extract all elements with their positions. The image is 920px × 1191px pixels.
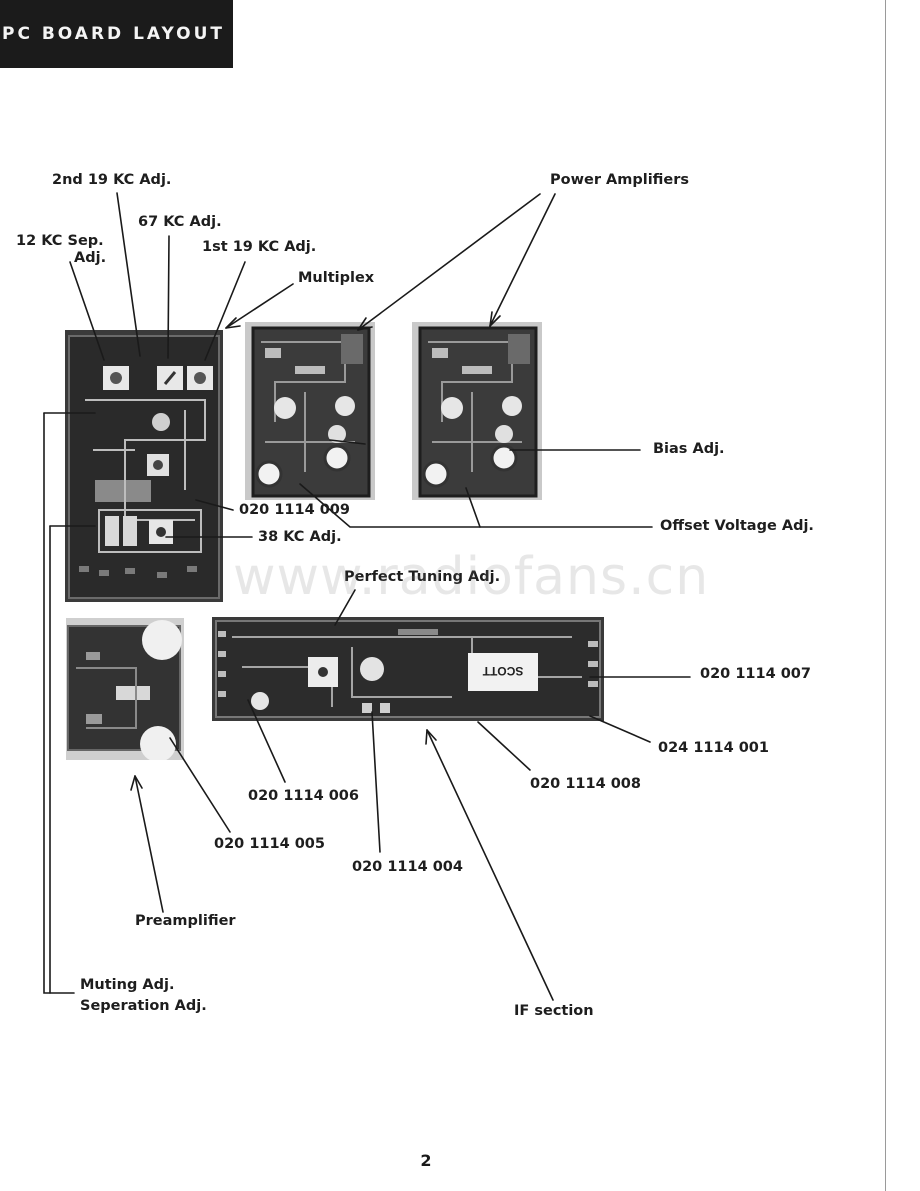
leader-power-amp-1 bbox=[357, 193, 541, 331]
page-edge-rule bbox=[885, 0, 886, 1191]
page-number: 2 bbox=[420, 1151, 432, 1170]
section-header: PC BOARD LAYOUT bbox=[0, 0, 233, 68]
label-part-020-1114-008: 020 1114 008 bbox=[530, 776, 641, 792]
leader-multiplex bbox=[225, 283, 294, 329]
preamplifier-board-photo bbox=[66, 618, 184, 760]
leader-part-006 bbox=[247, 699, 286, 783]
leader-multiplex-arrow bbox=[225, 317, 241, 329]
leader-2nd-19kc bbox=[116, 192, 141, 357]
leader-preamplifier bbox=[134, 775, 164, 913]
label-preamplifier: Preamplifier bbox=[135, 913, 236, 929]
label-1st-19kc-adj: 1st 19 KC Adj. bbox=[202, 239, 317, 255]
leader-muting-bracket bbox=[43, 412, 75, 994]
section-title: PC BOARD LAYOUT bbox=[2, 24, 226, 44]
label-bias-adj: Bias Adj. bbox=[653, 441, 725, 457]
leader-1st-19kc bbox=[204, 261, 246, 361]
leader-power-amp-2-arrow bbox=[489, 311, 501, 327]
label-part-024-1114-001: 024 1114 001 bbox=[658, 740, 769, 756]
label-muting-adj: Muting Adj. bbox=[80, 977, 175, 993]
leader-67kc bbox=[167, 235, 170, 359]
board-imprint-text: SCOTT bbox=[482, 664, 523, 678]
label-12kc-sep-line1: 12 KC Sep. bbox=[16, 233, 104, 249]
multiplex-board-photo bbox=[65, 330, 223, 602]
leader-part-004 bbox=[371, 711, 381, 853]
label-2nd-19kc-adj: 2nd 19 KC Adj. bbox=[52, 172, 172, 188]
label-perfect-tuning-adj: Perfect Tuning Adj. bbox=[344, 569, 501, 585]
leader-power-amp-1-arrow bbox=[357, 317, 373, 331]
leader-offset-voltage-2 bbox=[465, 487, 481, 528]
leader-if-section-arrow bbox=[425, 729, 437, 745]
label-67kc-adj: 67 KC Adj. bbox=[138, 214, 222, 230]
label-part-020-1114-004: 020 1114 004 bbox=[352, 859, 463, 875]
power-amplifier-board-2-photo bbox=[412, 322, 542, 500]
leader-if-section bbox=[426, 729, 554, 1001]
label-power-amplifiers: Power Amplifiers bbox=[550, 172, 690, 188]
leader-part-009 bbox=[195, 499, 234, 511]
leader-part-008 bbox=[477, 721, 531, 771]
label-part-020-1114-009: 020 1114 009 bbox=[239, 502, 350, 518]
label-38kc-adj: 38 KC Adj. bbox=[258, 529, 342, 545]
label-seperation-adj: Seperation Adj. bbox=[80, 998, 207, 1014]
label-part-020-1114-007: 020 1114 007 bbox=[700, 666, 811, 682]
label-part-020-1114-005: 020 1114 005 bbox=[214, 836, 325, 852]
leader-bias-to-board1 bbox=[329, 439, 366, 445]
label-part-020-1114-006: 020 1114 006 bbox=[248, 788, 359, 804]
label-12kc-sep-line2: Adj. bbox=[74, 250, 107, 266]
leader-perfect-tuning bbox=[334, 589, 356, 626]
leader-power-amp-2 bbox=[489, 193, 556, 327]
leader-part-005 bbox=[169, 737, 231, 833]
label-12kc-sep-adj: 12 KC Sep. Adj. bbox=[16, 233, 112, 267]
power-amplifier-board-1-photo bbox=[245, 322, 375, 500]
watermark: www.radiofans.cn bbox=[233, 547, 710, 607]
leader-12kc-sep bbox=[69, 261, 105, 361]
leader-preamplifier-arrow bbox=[130, 775, 143, 791]
leader-offset-voltage bbox=[299, 483, 653, 528]
if-section-board-photo: SCOTT bbox=[212, 617, 604, 721]
label-offset-voltage-adj: Offset Voltage Adj. bbox=[660, 518, 814, 534]
label-multiplex: Multiplex bbox=[298, 270, 375, 286]
label-if-section: IF section bbox=[514, 1003, 594, 1019]
leader-part-001 bbox=[589, 715, 651, 743]
